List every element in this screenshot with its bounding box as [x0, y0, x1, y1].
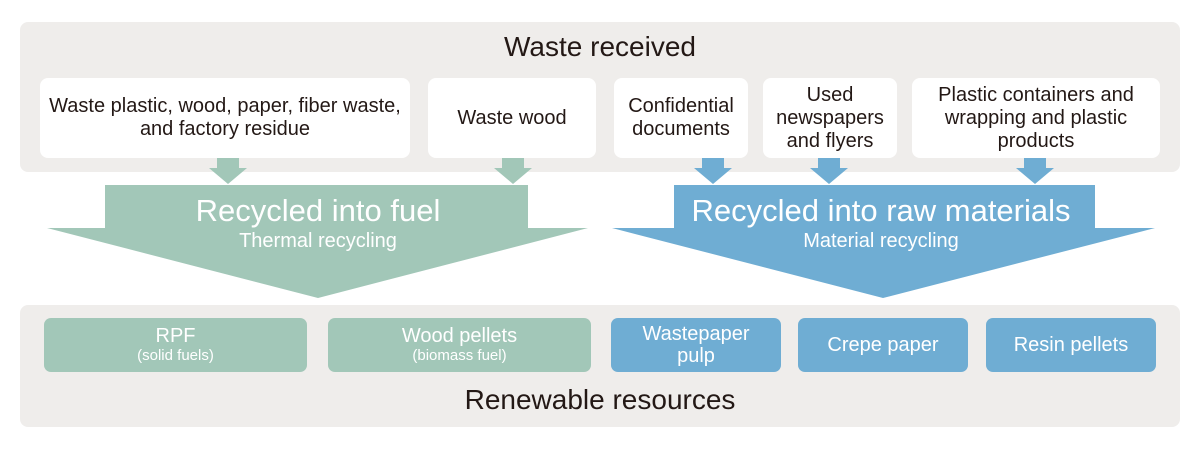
fuel-title: Recycled into fuel — [195, 193, 441, 228]
resource-wastepaper-pulp: Wastepaper pulp — [611, 318, 781, 372]
resource-crepe-paper: Crepe paper — [798, 318, 968, 372]
resource-wood-pellets-label: Wood pellets — [401, 325, 518, 347]
resource-wastepaper-pulp-label: Wastepaper pulp — [642, 323, 750, 367]
source-box-used-newspapers: Used newspapers and flyers — [763, 78, 897, 158]
fuel-banner: Recycled into fuel Thermal recycling — [130, 193, 506, 253]
resource-rpf: RPF (solid fuels) — [44, 318, 307, 372]
resource-rpf-label: RPF — [155, 325, 196, 347]
fuel-subtitle: Thermal recycling — [239, 230, 397, 252]
renewable-resources-title: Renewable resources — [464, 384, 736, 415]
small-arrow-2 — [494, 158, 532, 184]
materials-big-arrow — [612, 185, 1155, 298]
materials-subtitle: Material recycling — [803, 230, 959, 252]
fuel-big-arrow — [47, 185, 588, 298]
resource-rpf-sublabel: (solid fuels) — [137, 347, 214, 364]
resource-wood-pellets-sublabel: (biomass fuel) — [412, 347, 507, 364]
resource-resin-pellets-label: Resin pellets — [1013, 334, 1129, 356]
source-box-confidential-documents: Confidential documents — [614, 78, 748, 158]
materials-title: Recycled into raw materials — [691, 193, 1071, 228]
waste-received-title: Waste received — [504, 31, 696, 62]
resource-wood-pellets: Wood pellets (biomass fuel) — [328, 318, 591, 372]
source-box-plastic-containers: Plastic containers and wrapping and plas… — [912, 78, 1160, 158]
small-arrow-4 — [810, 158, 848, 184]
materials-banner: Recycled into raw materials Material rec… — [660, 193, 1102, 253]
small-arrow-3 — [694, 158, 732, 184]
source-box-mixed-waste: Waste plastic, wood, paper, fiber waste,… — [40, 78, 410, 158]
small-arrow-1 — [209, 158, 247, 184]
resource-crepe-paper-label: Crepe paper — [827, 334, 939, 356]
resource-resin-pellets: Resin pellets — [986, 318, 1156, 372]
source-box-waste-wood: Waste wood — [428, 78, 596, 158]
small-arrow-5 — [1016, 158, 1054, 184]
